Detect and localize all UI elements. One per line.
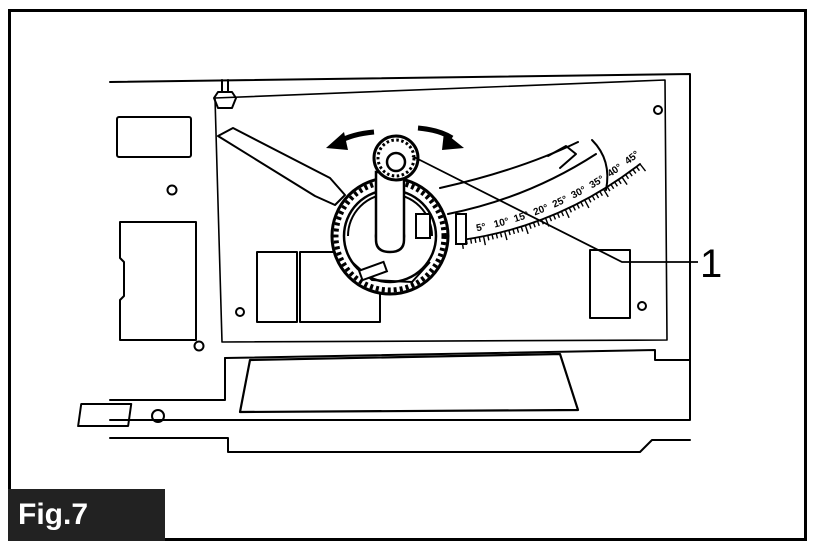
scale-major-tick [524,225,529,235]
scale-minor-tick [528,223,532,229]
scale-minor-tick [595,193,600,199]
scale-major-tick [564,209,570,219]
scale-minor-tick [520,226,524,232]
scale-minor-tick [478,237,481,243]
scale-minor-tick [617,179,622,185]
scale-minor-tick [628,171,633,177]
panel-cutout-right [589,249,631,319]
callout-number: 1 [700,242,723,286]
bevel-scale-ticks [461,163,647,250]
rotate-right-arrow-icon [417,125,464,150]
mount-hole [166,184,178,196]
base-window [238,352,580,414]
scale-major-tick [482,236,487,246]
scale-minor-tick [487,235,490,241]
scale-minor-tick [474,237,477,243]
left-slot [116,116,192,158]
scale-minor-tick [508,230,511,236]
bevel-slot-arc [591,139,609,191]
bevel-slot-lower [447,153,597,215]
scale-minor-tick [625,174,630,180]
scale-minor-tick [516,227,520,233]
scale-minor-tick [568,207,573,213]
rotate-left-arrow-icon [326,129,375,150]
scale-minor-tick [587,197,592,203]
left-bracket [119,221,197,341]
scale-minor-tick [606,186,611,192]
figure-label: Fig.7 [8,489,165,541]
scale-minor-tick [495,233,499,239]
bevel-lever-arm [217,127,346,206]
mount-hole [637,301,647,311]
panel-cutout [256,251,298,323]
foot-hole [151,409,165,423]
scale-minor-tick [614,181,619,187]
base-frame [224,349,691,361]
scale-minor-tick [499,232,503,238]
scale-label: 20° [532,203,550,219]
foot-plate [77,403,133,427]
scale-minor-tick [536,220,540,227]
scale-minor-tick [512,228,516,235]
scale-minor-tick [580,201,584,207]
scale-minor-tick [632,168,637,174]
scale-minor-tick [552,214,557,220]
bevel-slot-end [547,145,577,169]
base-frame-left [109,357,226,401]
scale-label: 5° [475,222,487,235]
scale-minor-tick [532,222,536,228]
front-panel [214,79,668,343]
bevel-lock-knob [372,134,420,182]
mount-hole [193,340,205,352]
scale-major-tick [602,188,609,198]
scale-major-tick [584,199,590,209]
scale-minor-tick [491,234,494,240]
scale-minor-tick [556,212,561,219]
scale-minor-tick [548,216,553,222]
scale-minor-tick [572,205,576,211]
cabinet-bottom-rail [109,437,691,453]
bevel-scale-arc [461,163,641,241]
cabinet-outline [109,73,691,421]
scale-minor-tick [610,184,615,190]
scale-minor-tick [599,191,603,197]
mount-hole [653,105,663,115]
bevel-handwheel [330,170,467,296]
scale-major-tick [503,231,508,241]
scale-minor-tick [560,211,565,217]
scale-minor-tick [591,195,596,201]
bevel-slot-upper [439,141,579,189]
scale-minor-tick [469,238,473,244]
scale-minor-tick [635,166,641,172]
scale-label: 25° [551,194,569,210]
scale-major-tick [621,176,628,185]
mount-hole [235,307,245,317]
scale-minor-tick [576,203,580,209]
top-fitting [213,79,237,109]
scale-label: 10° [493,216,510,230]
callout-leader-line [411,155,698,263]
scale-major-tick [639,163,647,172]
